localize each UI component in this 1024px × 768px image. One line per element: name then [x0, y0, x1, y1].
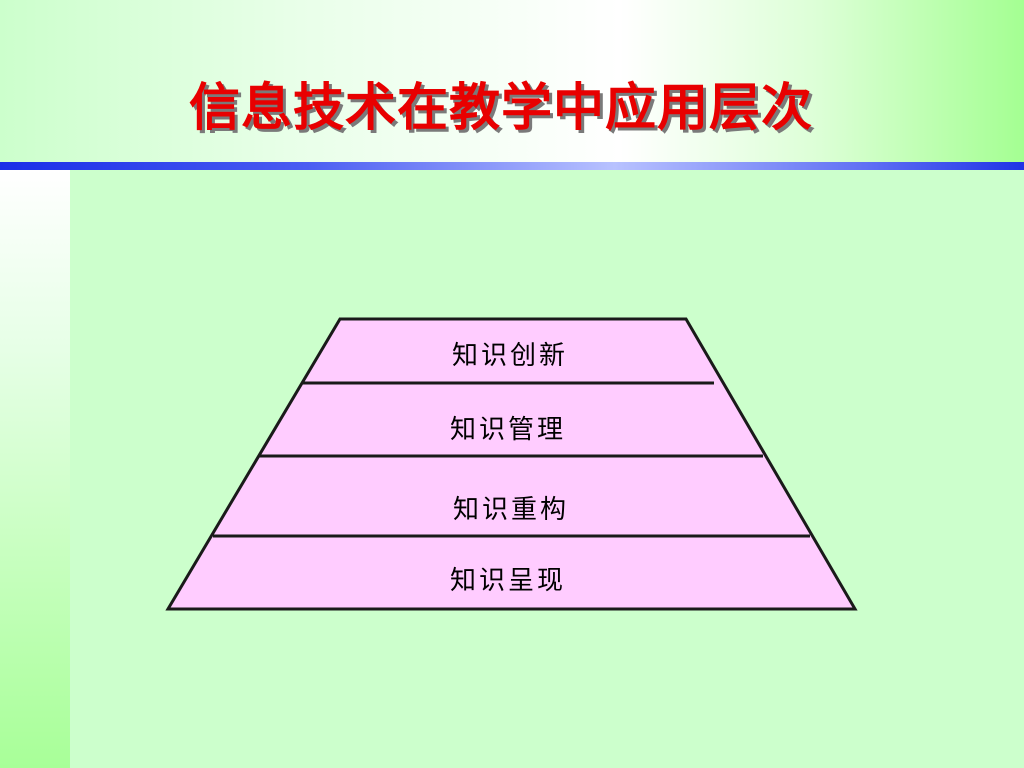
page-title: 信息技术在教学中应用层次 [188, 79, 813, 138]
tier-label-innovation: 知识创新 [452, 341, 568, 371]
tier-label-presentation: 知识呈现 [450, 566, 566, 596]
title-divider [0, 162, 1024, 170]
tier-label-management: 知识管理 [450, 415, 566, 445]
tier-label-restructuring: 知识重构 [453, 495, 569, 525]
left-accent-band [0, 170, 70, 768]
header-band [0, 0, 1024, 162]
